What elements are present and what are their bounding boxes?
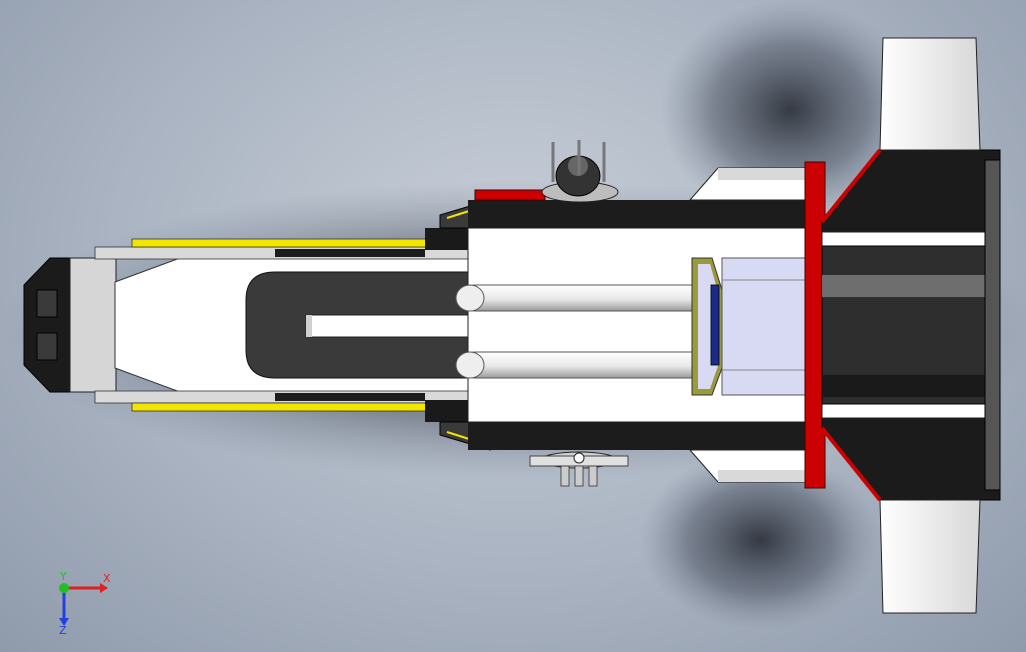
top-turret xyxy=(474,140,619,203)
hatch-window xyxy=(691,257,813,396)
x-axis-label: X xyxy=(103,572,111,585)
y-axis-label: Y xyxy=(59,570,67,583)
z-axis-label: Z xyxy=(59,624,67,637)
tail-fins xyxy=(879,37,981,614)
y-axis-dot xyxy=(59,583,69,593)
x-arrowhead xyxy=(100,583,108,593)
bottom-turret xyxy=(529,451,629,487)
twin-tubes xyxy=(455,284,708,379)
z-arrowhead xyxy=(59,618,69,626)
rear-engine xyxy=(804,148,1001,502)
gun-channel xyxy=(245,271,471,379)
nose-block xyxy=(23,257,117,393)
coordinate-triad: X Z Y xyxy=(52,570,111,637)
